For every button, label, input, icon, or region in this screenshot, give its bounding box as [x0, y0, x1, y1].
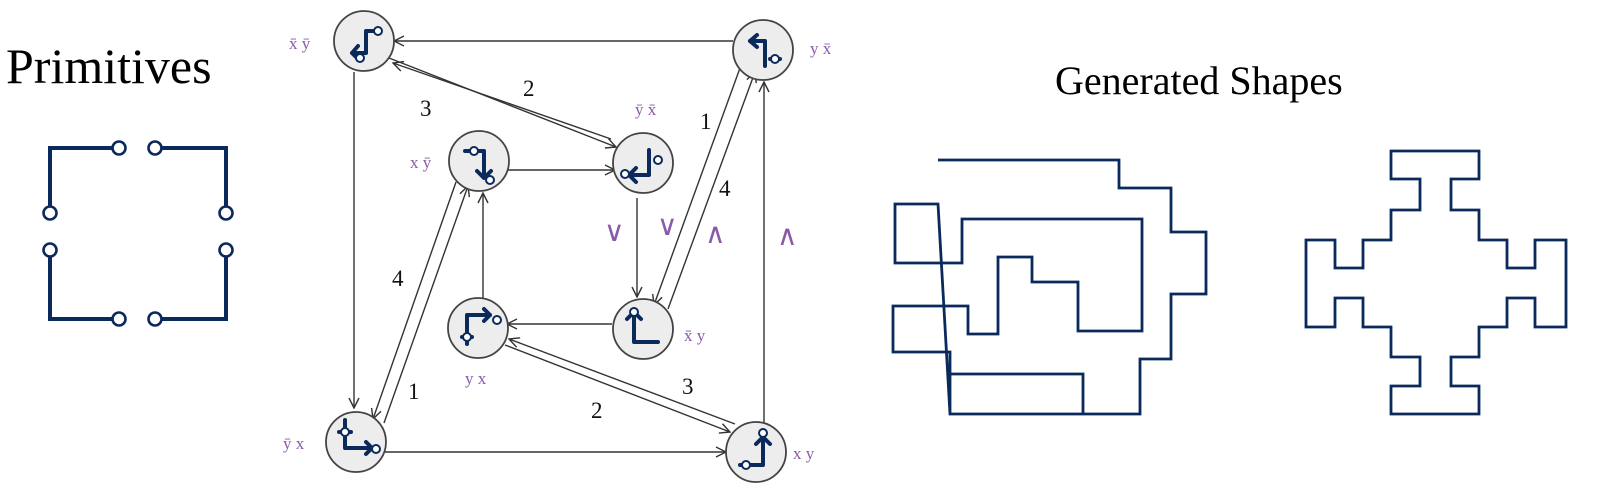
operator-or-1: ∨: [604, 217, 625, 248]
edge-tl-to-ni2: [388, 57, 616, 147]
edge-ni2-to-tl: [393, 63, 612, 140]
edge-br-to-ni4: [509, 339, 736, 425]
edge-label-tl-3: 3: [420, 96, 432, 121]
edge-label-tr-1: 1: [700, 109, 712, 134]
label-xbar-ybar: x̄ ȳ: [289, 34, 311, 53]
operator-and-2: ∧: [777, 221, 798, 252]
edge-label-br-2: 2: [591, 398, 603, 423]
label-x-ybar: x ȳ: [410, 153, 432, 172]
edge-tr-to-ni3: [654, 67, 741, 305]
edge-label-tr-4: 4: [719, 176, 731, 201]
node-top-right: [732, 19, 794, 81]
edge-label-tl-2: 2: [523, 76, 535, 101]
node-inner-top-left: [448, 130, 510, 192]
label-x-y: x y: [793, 444, 815, 463]
edge-ni1-to-bl: [373, 181, 457, 419]
label-ybar-x: ȳ x: [283, 434, 305, 453]
node-inner-bottom-right: [612, 298, 674, 360]
node-inner-bottom-left: [447, 297, 509, 359]
label-y-xbar: y x̄: [810, 39, 832, 58]
generated-title: Generated Shapes: [1055, 58, 1343, 103]
node-bottom-left: [325, 411, 387, 473]
edge-ni4-to-br: [504, 344, 730, 432]
edge-ni3-to-tr: [667, 72, 755, 310]
primitive-corners: [42, 140, 234, 327]
operator-or-2: ∨: [657, 211, 678, 242]
node-bottom-right: [725, 421, 787, 483]
edge-label-bl-1: 1: [408, 379, 420, 404]
node-inner-top-right: [612, 132, 674, 194]
primitive-bottom-right: [155, 250, 228, 321]
edge-label-br-3: 3: [682, 374, 694, 399]
node-top-left: [333, 10, 395, 72]
edge-bl-to-ni1: [383, 186, 468, 424]
primitives-title: Primitives: [6, 38, 212, 94]
edge-label-bl-4: 4: [392, 266, 404, 291]
generated-shape-1: [891, 158, 1208, 416]
operator-and-1: ∧: [705, 219, 726, 250]
label-xbar-y: x̄ y: [684, 326, 706, 345]
generated-shape-2: [1304, 149, 1568, 416]
label-y-x: y x: [465, 369, 487, 388]
primitive-bottom-left: [48, 250, 119, 321]
primitive-top-right: [155, 146, 228, 213]
primitive-top-left: [48, 146, 119, 213]
diagram-edges: [354, 41, 764, 452]
label-ybar-xbar: ȳ x̄: [635, 100, 657, 119]
